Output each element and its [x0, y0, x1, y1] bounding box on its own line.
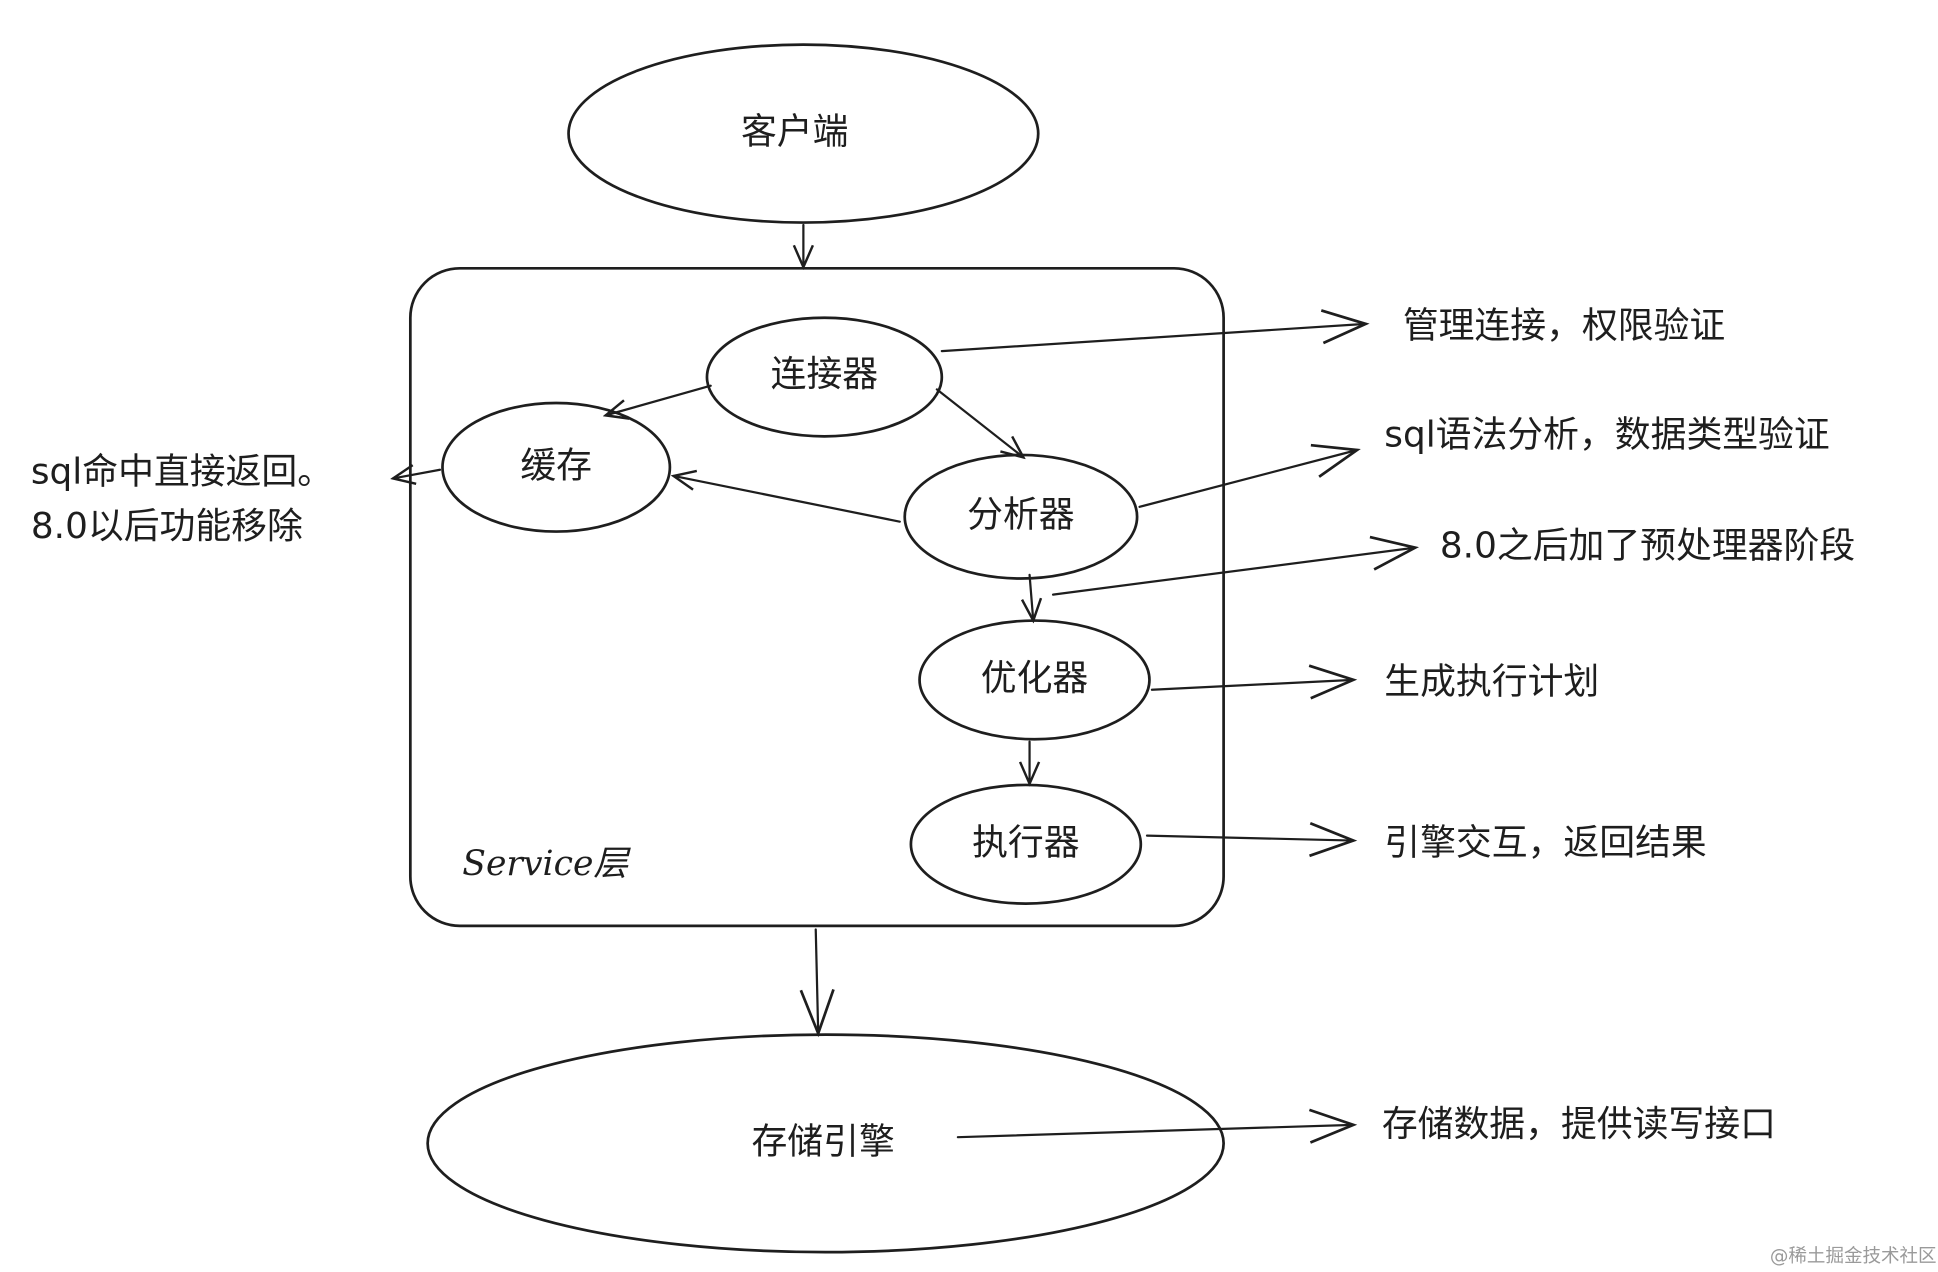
connector-ellipse — [705, 316, 944, 438]
preprocessor-note: 8.0之后加了预处理器阶段 — [1440, 526, 1855, 567]
analyzer-note: sql语法分析，数据类型验证 — [1384, 414, 1829, 455]
arrow-analyzer-to-optimizer — [1030, 573, 1034, 621]
storage-engine-label: 存储引擎 — [751, 1121, 894, 1162]
executor-label: 执行器 — [972, 822, 1079, 863]
arrow-service-to-storage — [799, 928, 835, 1038]
cache-label: 缓存 — [520, 445, 592, 486]
service-layer-box — [408, 266, 1225, 928]
arrow-storage-note — [956, 1108, 1358, 1144]
arrow-analyzer-note — [1138, 443, 1361, 508]
arrow-executor-note — [1145, 821, 1358, 858]
client-label: 客户端 — [741, 112, 848, 153]
client-ellipse — [567, 43, 1040, 224]
connector-note: 管理连接，权限验证 — [1403, 306, 1725, 347]
storage-note: 存储数据，提供读写接口 — [1382, 1104, 1776, 1145]
analyzer-label: 分析器 — [967, 495, 1074, 536]
arrow-connector-to-cache — [606, 384, 712, 416]
optimizer-label: 优化器 — [981, 658, 1088, 699]
arrow-cache-to-note — [393, 470, 442, 479]
watermark: @稀土掘金技术社区 — [1770, 1246, 1937, 1267]
cache-note-line2: 8.0以后功能移除 — [31, 506, 303, 547]
executor-note: 引擎交互，返回结果 — [1384, 822, 1706, 863]
arrow-connector-note — [940, 309, 1370, 353]
connector-label: 连接器 — [771, 354, 878, 395]
cache-ellipse — [441, 401, 672, 533]
arrow-analyzer-to-cache — [674, 476, 901, 523]
service-layer-label: Service层 — [462, 844, 631, 884]
arrow-preprocessor-note — [1051, 535, 1420, 596]
cache-note-line1: sql命中直接返回。 — [31, 451, 333, 492]
arrow-optimizer-note — [1150, 664, 1358, 700]
arrow-connector-to-analyzer — [935, 388, 1024, 457]
optimizer-note: 生成执行计划 — [1384, 662, 1599, 703]
